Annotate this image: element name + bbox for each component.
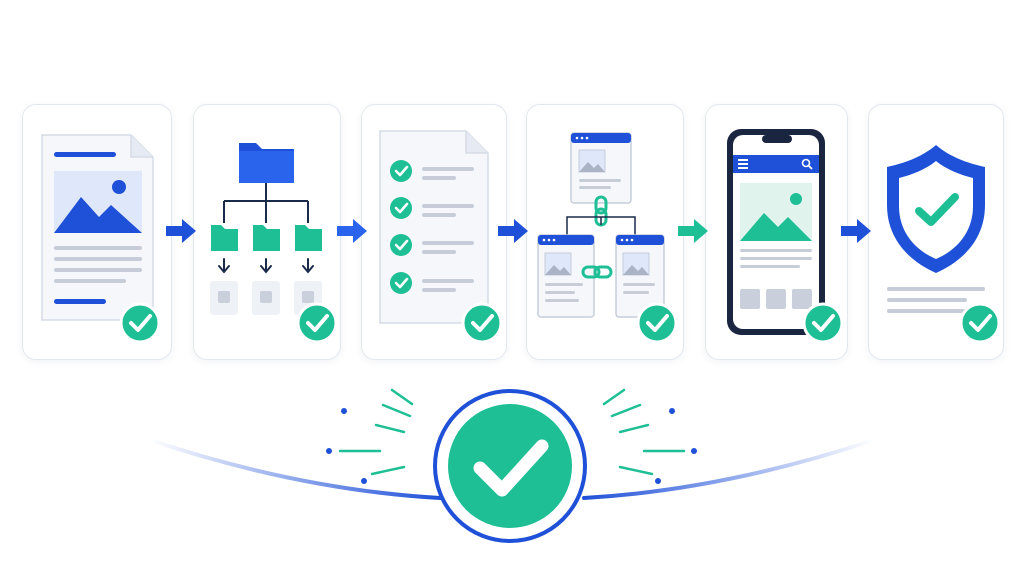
step-card-folder-structure <box>193 104 341 360</box>
final-status <box>0 370 1024 576</box>
step-card-mobile-preview <box>705 104 848 360</box>
check-badge-icon <box>959 302 1001 344</box>
linked-pages-icon <box>537 132 678 344</box>
baseline-arc-right <box>582 438 876 500</box>
check-badge-icon <box>461 302 503 344</box>
check-badge-icon <box>802 302 844 344</box>
check-badge-icon <box>296 302 338 344</box>
folder-hierarchy-icon <box>210 143 338 344</box>
shield-check-icon <box>887 145 1001 344</box>
mobile-phone-icon <box>727 129 844 344</box>
burst-left <box>338 388 414 476</box>
baseline-arc-left <box>148 438 442 500</box>
arrow-right-icon <box>164 216 198 246</box>
arrow-right-icon <box>335 216 369 246</box>
arrow-right-icon <box>496 216 530 246</box>
step-card-security <box>868 104 1004 360</box>
arrow-right-icon <box>839 216 873 246</box>
document-image-icon <box>41 134 161 344</box>
step-card-checklist <box>361 104 507 360</box>
checklist-document-icon <box>379 130 503 344</box>
step-card-linked-pages <box>526 104 684 360</box>
step-card-document <box>22 104 172 360</box>
big-check-icon <box>433 389 587 543</box>
check-badge-icon <box>119 302 161 344</box>
burst-right <box>602 388 686 476</box>
arrow-right-icon <box>676 216 710 246</box>
check-badge-icon <box>636 302 678 344</box>
